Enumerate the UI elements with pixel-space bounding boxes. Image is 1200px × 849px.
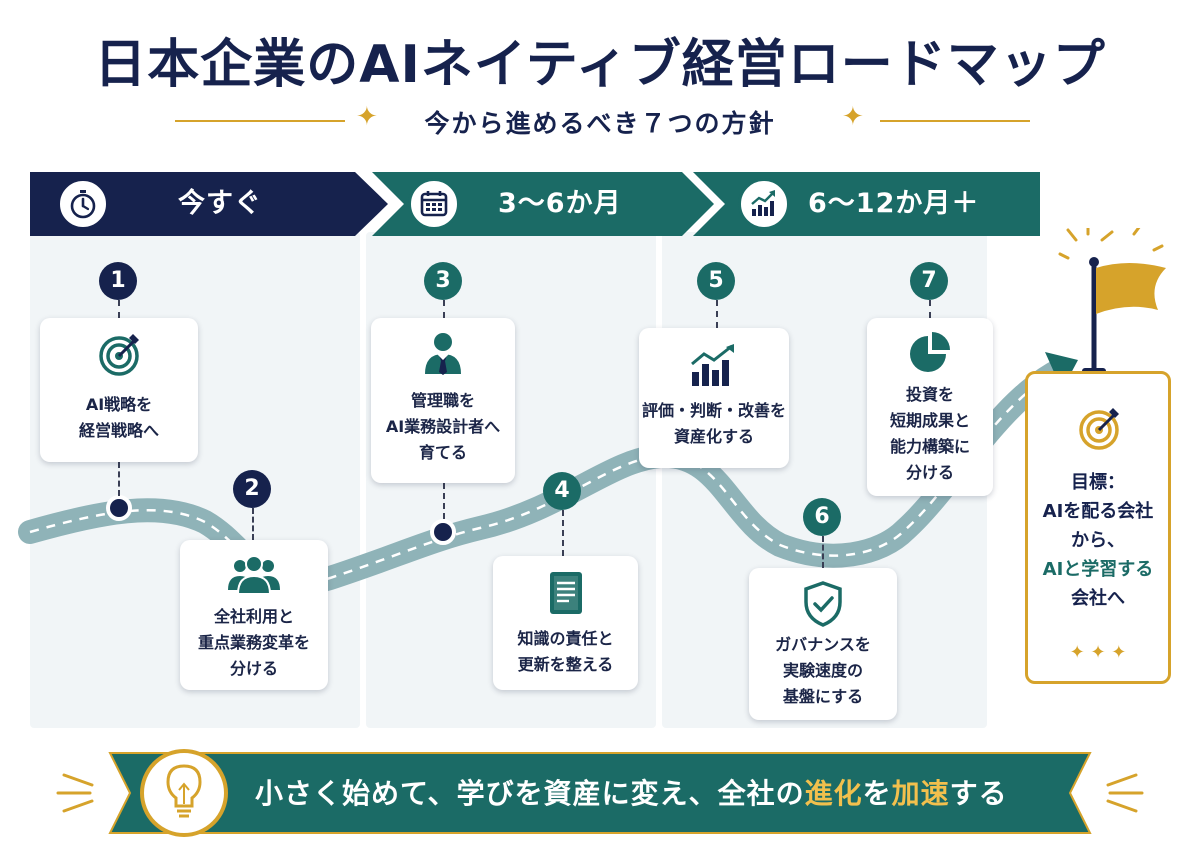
bar-chart-icon (691, 344, 734, 386)
phase-header-3-6-months (372, 172, 714, 236)
step-6-line-2: 実験速度の (782, 661, 863, 680)
step-2-line-2: 重点業務変革を (197, 633, 310, 652)
step-4-line-1: 知識の責任と (517, 629, 614, 648)
step-card-1: AI戦略を 経営戦略へ (40, 318, 198, 462)
step-card-2: 全社利用と 重点業務変革を 分ける (180, 540, 328, 690)
banner-text-middle: を (862, 777, 892, 810)
connector-3-road (443, 483, 445, 519)
step-3-line-3: 育てる (418, 443, 467, 462)
goal-line-1: 目標： (1071, 472, 1125, 493)
banner-message: 小さく始めて、学びを資産に変え、全社の進化を加速する (255, 774, 1075, 814)
step-number-7: 7 (910, 262, 948, 300)
pie-chart-icon (910, 332, 950, 372)
group-icon (228, 555, 280, 594)
page-title: 日本企業のAIネイティブ経営ロードマップ (94, 35, 1106, 95)
step-card-4: 知識の責任と 更新を整える (493, 556, 638, 690)
connector-7 (929, 300, 931, 318)
sparkle-icon: ✦ ✦ ✦ (1069, 642, 1127, 663)
banner-highlight-2: 加速 (891, 777, 950, 810)
goal-line-4: AIと学習する (1042, 559, 1154, 580)
connector-1 (118, 300, 120, 318)
step-number-4: 4 (543, 472, 581, 510)
manager-icon (425, 333, 461, 375)
step-card-6: ガバナンスを 実験速度の 基盤にする (749, 568, 897, 720)
step-7-line-2: 短期成果と (889, 411, 970, 430)
phase-label-3-6-months: 3〜6か月 (498, 188, 622, 219)
road-node (106, 495, 132, 521)
step-6-line-1: ガバナンスを (775, 635, 871, 654)
step-number-3: 3 (424, 262, 462, 300)
phase-label-now: 今すぐ (178, 188, 262, 219)
subtitle-divider-left (175, 120, 345, 122)
step-number-5: 5 (697, 262, 735, 300)
goal-target-icon (1079, 408, 1119, 450)
goal-line-2: AIを配る会社 (1042, 501, 1154, 522)
step-5-line-1: 評価・判断・改善を (641, 401, 786, 420)
subtitle-row: ✦ 今から進めるべき７つの方針 ✦ (0, 100, 1200, 140)
step-1-line-2: 経営戦略へ (78, 421, 159, 440)
step-6-line-3: 基盤にする (782, 687, 864, 706)
step-4-line-2: 更新を整える (517, 655, 614, 674)
banner-ribbon (108, 752, 1092, 834)
goal-box: 目標： AIを配る会社 から、 AIと学習する 会社へ ✦ ✦ ✦ (1025, 371, 1171, 684)
connector-6 (822, 536, 824, 568)
calendar-icon (408, 178, 460, 230)
banner-highlight-1: 進化 (804, 777, 863, 810)
connector-2 (252, 508, 254, 540)
step-number-1: 1 (99, 262, 137, 300)
growth-chart-icon (738, 178, 790, 230)
phase-label-6-12-months: 6〜12か月＋ (808, 188, 980, 219)
step-2-line-3: 分ける (229, 659, 278, 678)
connector-5 (716, 300, 718, 328)
sparkle-icon: ✦ (356, 102, 378, 132)
banner-text-after: する (949, 777, 1008, 810)
phase-header-now (30, 172, 388, 236)
stopwatch-icon (57, 178, 109, 230)
goal-line-3: から、 (1071, 530, 1125, 551)
step-7-line-4: 分ける (905, 463, 954, 482)
road-center-line (29, 368, 1061, 585)
road-node (430, 519, 456, 545)
step-5-line-2: 資産化する (673, 427, 754, 446)
flag-icon (1058, 228, 1166, 374)
page-subtitle: 今から進めるべき７つの方針 (424, 109, 776, 138)
step-card-7: 投資を 短期成果と 能力構築に 分ける (867, 318, 993, 496)
step-number-6: 6 (803, 498, 841, 536)
step-2-line-1: 全社利用と (213, 607, 294, 626)
book-icon (549, 572, 582, 614)
subtitle-divider-right (880, 120, 1030, 122)
shield-check-icon (804, 581, 842, 627)
step-3-line-2: AI業務設計者へ (385, 417, 501, 436)
connector-4 (562, 510, 564, 556)
step-7-line-1: 投資を (905, 385, 954, 404)
goal-line-5: 会社へ (1071, 588, 1125, 609)
connector-1-road (118, 462, 120, 496)
step-card-3: 管理職を AI業務設計者へ 育てる (371, 318, 515, 483)
step-1-line-1: AI戦略を (85, 395, 153, 414)
banner-text-before: 小さく始めて、学びを資産に変え、全社の (255, 777, 805, 810)
step-card-5: 評価・判断・改善を 資産化する (639, 328, 789, 468)
step-number-2: 2 (233, 470, 271, 508)
sparkle-icon: ✦ (842, 102, 864, 132)
step-3-line-1: 管理職を (410, 391, 475, 410)
target-icon (99, 334, 139, 376)
step-7-line-3: 能力構築に (889, 437, 970, 456)
connector-3 (443, 300, 445, 318)
